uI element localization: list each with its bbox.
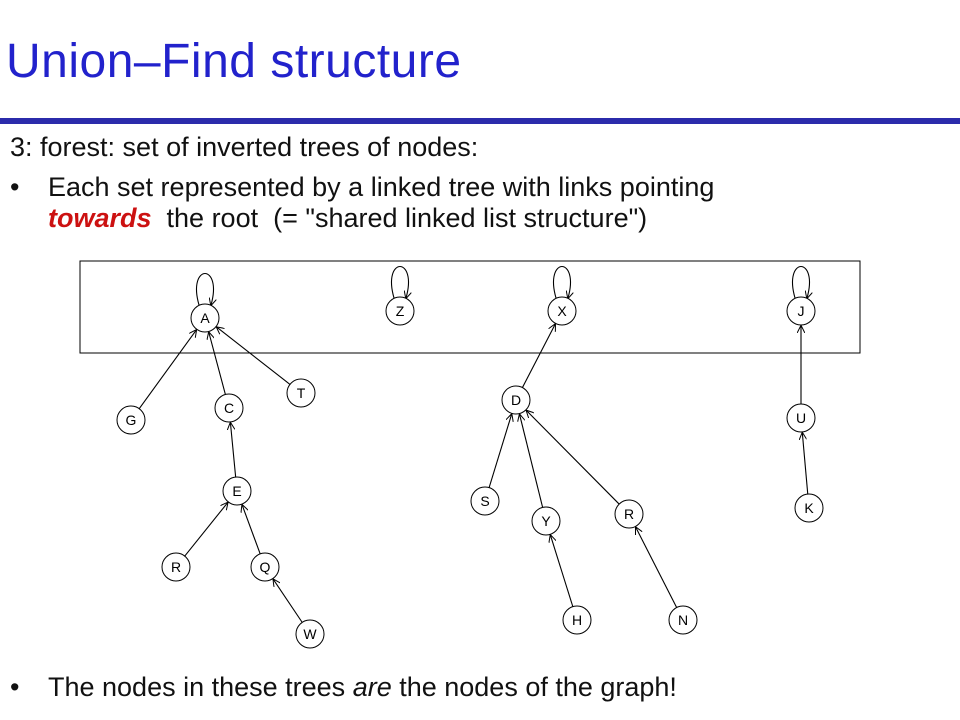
- nodes-layer: A G C T E R Q W Z X D S Y R H N J U K: [116, 296, 824, 649]
- title-divider: [0, 118, 960, 124]
- bullet-2-pre: The nodes in these trees: [48, 672, 353, 702]
- node-label: Q: [260, 559, 271, 575]
- page-title: Union–Find structure: [6, 35, 462, 88]
- edge-s-to-d: [488, 414, 511, 488]
- node-circle: [295, 619, 325, 649]
- node-q: Q: [250, 552, 280, 582]
- edge-r2-to-d: [527, 411, 620, 505]
- bullet-item-2: • The nodes in these trees are the nodes…: [10, 672, 940, 703]
- node-label: W: [303, 626, 317, 642]
- bullet-text-1: Each set represented by a linked tree wi…: [48, 172, 940, 234]
- edge-t-to-a: [217, 327, 291, 385]
- node-circle: [614, 499, 644, 529]
- node-r2: R: [614, 499, 644, 529]
- node-circle: [547, 296, 577, 326]
- node-circle: [222, 476, 252, 506]
- node-label: J: [798, 303, 805, 319]
- node-label: R: [171, 559, 181, 575]
- node-label: U: [796, 410, 806, 426]
- node-circle: [794, 493, 824, 523]
- node-x: X: [547, 296, 577, 326]
- node-label: E: [232, 483, 241, 499]
- node-circle: [786, 403, 816, 433]
- node-d: D: [501, 385, 531, 415]
- node-circle: [562, 605, 592, 635]
- subtitle: 3: forest: set of inverted trees of node…: [10, 132, 479, 162]
- edge-g-to-a: [138, 330, 196, 409]
- node-j: J: [786, 296, 816, 326]
- edge-w-to-q: [273, 579, 303, 623]
- node-u: U: [786, 403, 816, 433]
- edges-layer: [138, 324, 809, 623]
- bullet-1-rest: the root (= "shared linked list structur…: [151, 203, 648, 233]
- node-y: Y: [531, 506, 561, 536]
- node-r1: R: [161, 552, 191, 582]
- bullet-1-emphasis: towards: [48, 203, 152, 233]
- edge-c-to-a: [209, 332, 226, 395]
- node-circle: [786, 296, 816, 326]
- self-loop-z: [391, 265, 409, 299]
- edge-k-to-u: [802, 433, 809, 495]
- node-k: K: [794, 493, 824, 523]
- node-circle: [161, 552, 191, 582]
- node-label: A: [200, 310, 210, 326]
- node-label: Z: [396, 303, 405, 319]
- node-circle: [250, 552, 280, 582]
- node-circle: [286, 378, 316, 408]
- bullet-marker: •: [10, 172, 20, 202]
- edge-h-to-y: [550, 535, 574, 607]
- bullet-item-1: • Each set represented by a linked tree …: [10, 172, 940, 234]
- node-circle: [531, 506, 561, 536]
- node-circle: [385, 296, 415, 326]
- node-label: D: [511, 392, 521, 408]
- node-circle: [470, 486, 500, 516]
- node-a: A: [190, 303, 220, 333]
- node-z: Z: [385, 296, 415, 326]
- node-circle: [116, 405, 146, 435]
- node-g: G: [116, 405, 146, 435]
- node-label: H: [572, 612, 582, 628]
- node-circle: [668, 605, 698, 635]
- node-label: T: [297, 385, 306, 401]
- edge-q-to-e: [242, 505, 261, 555]
- node-circle: [501, 385, 531, 415]
- node-circle: [190, 303, 220, 333]
- bullet-2-post: the nodes of the graph!: [391, 672, 677, 702]
- node-label: R: [624, 506, 634, 522]
- node-e: E: [222, 476, 252, 506]
- node-c: C: [214, 393, 244, 423]
- edge-r1-to-e: [184, 503, 228, 557]
- bullet-text-2: The nodes in these trees are the nodes o…: [48, 672, 940, 703]
- bullet-marker: •: [10, 672, 20, 702]
- node-label: Y: [541, 513, 551, 529]
- node-label: N: [678, 612, 688, 628]
- root-self-loops: [196, 265, 810, 306]
- node-n: N: [668, 605, 698, 635]
- node-label: S: [480, 493, 489, 509]
- node-t: T: [286, 378, 316, 408]
- bullet-1-line1: Each set represented by a linked tree wi…: [48, 172, 715, 202]
- self-loop-x: [553, 265, 571, 299]
- edge-e-to-c: [230, 423, 237, 478]
- node-w: W: [295, 619, 325, 649]
- node-label: K: [804, 500, 814, 516]
- node-label: X: [557, 303, 567, 319]
- node-circle: [214, 393, 244, 423]
- node-label: G: [126, 412, 137, 428]
- node-label: C: [224, 400, 234, 416]
- edge-n-to-r2: [636, 527, 678, 608]
- bullet-2-emphasis: are: [352, 672, 392, 702]
- self-loop-a: [196, 272, 214, 306]
- node-s: S: [470, 486, 500, 516]
- roots-box: [79, 260, 861, 354]
- node-h: H: [562, 605, 592, 635]
- self-loop-j: [792, 265, 810, 299]
- edge-d-to-x: [521, 324, 555, 388]
- edge-y-to-d: [520, 415, 544, 508]
